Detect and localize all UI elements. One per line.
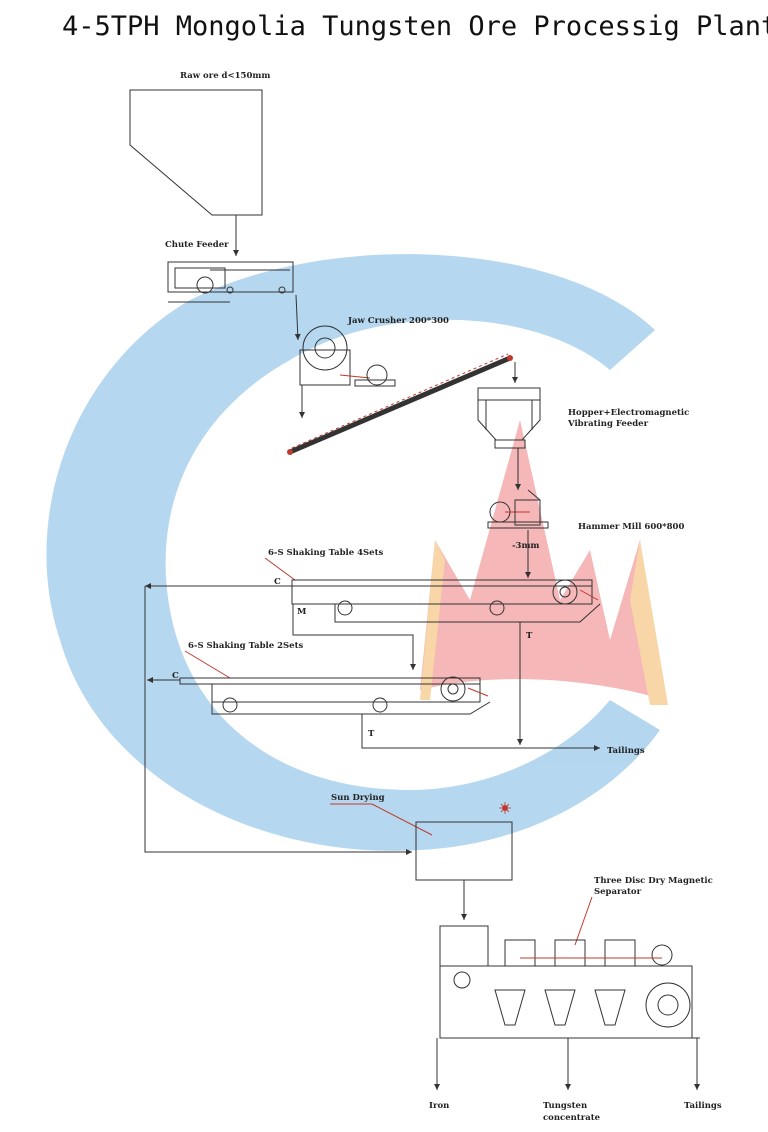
table2-tailings-label: T [368,729,375,739]
sun-drying-label: Sun Drying [331,793,385,803]
tungsten-label-2: concentrate [543,1113,601,1123]
hopper-feeder-label-2: Vibrating Feeder [567,419,649,429]
watermark-logo [46,254,668,851]
watermark-flame-red [420,420,665,700]
separator-label-1: Three Disc Dry Magnetic [594,876,713,886]
tailings-label-1: Tailings [607,746,645,756]
shaking-table-4-label: 6-S Shaking Table 4Sets [268,548,384,558]
table4-middling-label: M [297,607,307,617]
shaking-table-2-equipment [179,676,491,715]
hopper-feeder-equipment [477,387,541,449]
tailings-flow-line [361,714,600,751]
middling-flow-line [292,604,416,670]
jaw-crusher-equipment [299,325,396,387]
hopper-feeder-label-1: Hopper+Electromagnetic [568,408,689,418]
table4-concentrate-label: C [274,577,281,587]
separator-label-2: Separator [594,887,642,897]
red-star-mark [499,802,511,814]
belt-conveyor [287,353,513,455]
table4-tailings-label: T [526,631,533,641]
flow-line [294,294,301,341]
watermark-c-shape [46,254,661,851]
tailings-label-2: Tailings [684,1101,722,1111]
table2-concentrate-label: C [172,671,179,681]
iron-label: Iron [429,1101,449,1111]
chute-feeder-label: Chute Feeder [165,240,229,250]
hammer-mill-label: Hammer Mill 600*800 [578,522,684,532]
hammer-mill-equipment [487,489,549,529]
concentrate-to-drying-line [144,586,412,855]
page-title: 4-5TPH Mongolia Tungsten Ore Processig P… [62,11,768,42]
chute-feeder-equipment [167,261,294,303]
magnetic-separator-equipment [439,925,700,1039]
tungsten-label-1: Tungsten [543,1101,587,1111]
mesh-size-label: -3mm [512,541,539,551]
raw-ore-hopper [129,89,263,216]
shaking-table-2-label: 6-S Shaking Table 2Sets [188,641,304,651]
jaw-crusher-label: Jaw Crusher 200*300 [347,316,449,326]
shaking-table-4-equipment [291,579,601,623]
raw-ore-label: Raw ore d<150mm [180,71,270,81]
